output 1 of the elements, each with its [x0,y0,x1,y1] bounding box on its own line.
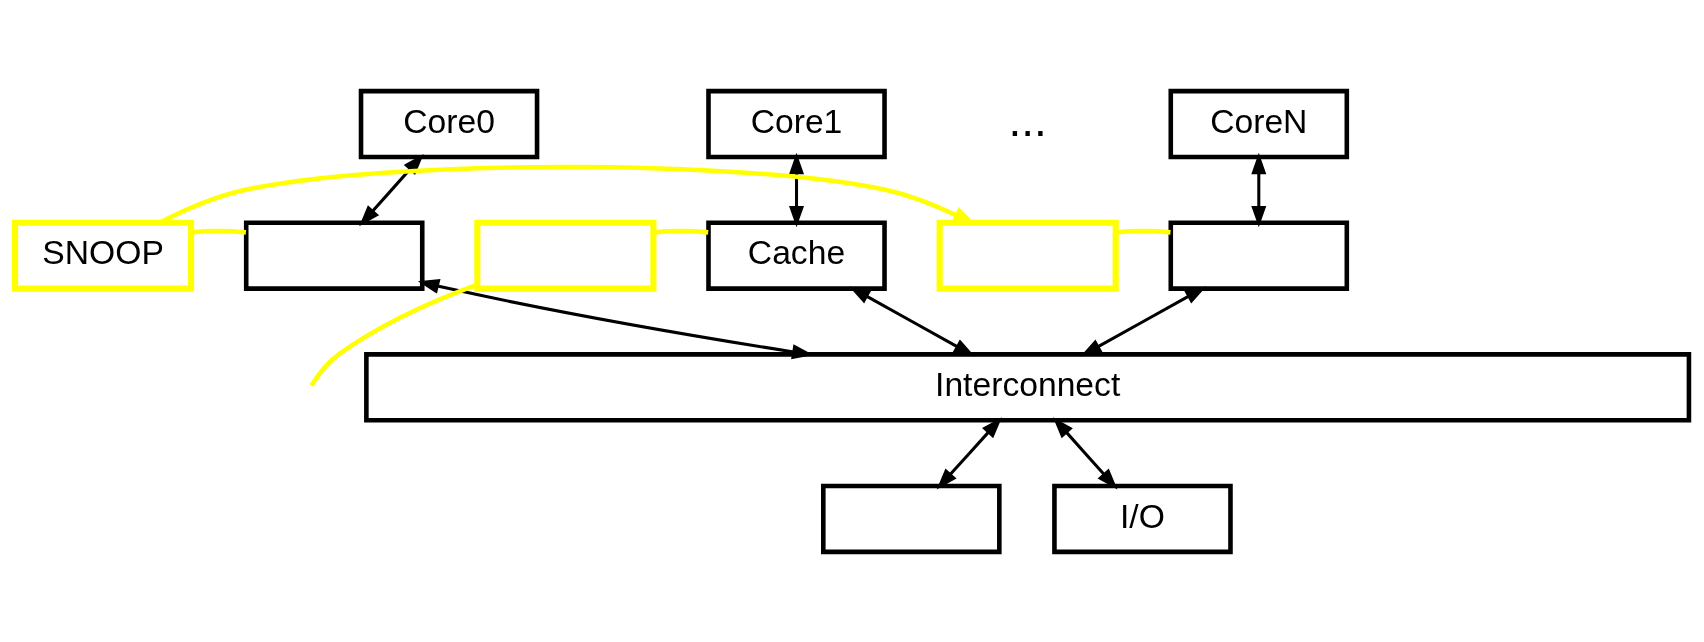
label: ... [1008,93,1047,146]
